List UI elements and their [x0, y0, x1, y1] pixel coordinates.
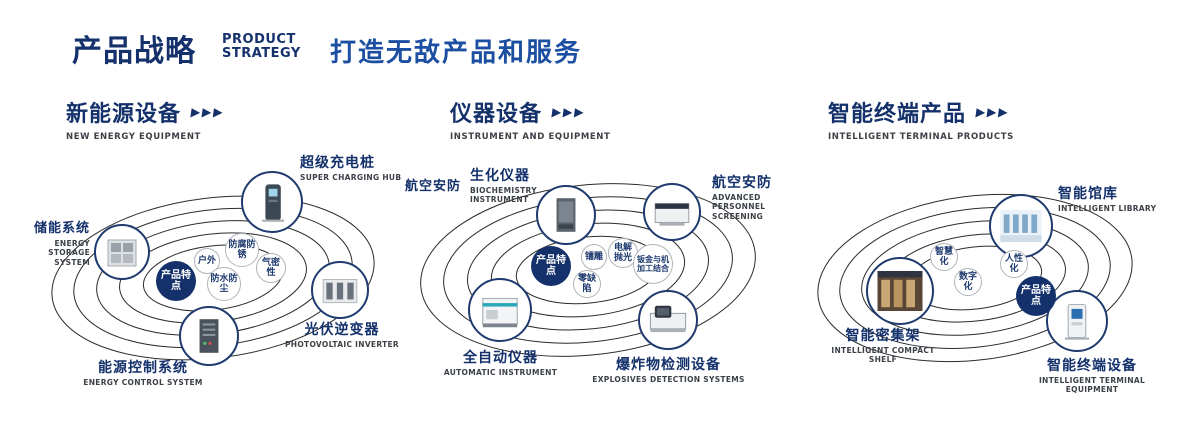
product-name: 航空安防	[712, 175, 772, 191]
product-label-energy-control: 能源控制系统 ENERGY CONTROL SYSTEM	[78, 360, 208, 387]
feature-badge: 产品特点	[531, 246, 571, 286]
product-name: 全自动仪器	[463, 350, 538, 366]
personnel-screening-photo	[643, 183, 701, 241]
product-name-en: PHOTOVOLTAIC INVERTER	[284, 340, 400, 350]
feature-bubble: 防腐防锈	[225, 233, 259, 267]
feature-bubble: 镭雕	[581, 244, 607, 270]
tagline: 打造无敌产品和服务	[330, 38, 583, 68]
product-name-en: INTELLIGENT TERMINAL EQUIPMENT	[1038, 376, 1146, 395]
section-header-intelligent-terminal: 智能终端产品 ▶▶▶ INTELLIGENT TERMINAL PRODUCTS	[828, 96, 1014, 142]
product-name-en: INTELLIGENT LIBRARY	[1058, 204, 1157, 214]
product-label-energy-storage: 储能系统 ENERGY STORAGE SYSTEM	[18, 221, 90, 267]
product-name-en: INTELLIGENT COMPACT SHELF	[831, 346, 935, 365]
section-header-new-energy: 新能源设备 ▶▶▶ NEW ENERGY EQUIPMENT	[66, 96, 226, 142]
product-name: 智能馆库	[1058, 186, 1118, 202]
section-title: 新能源设备	[66, 102, 182, 127]
product-name: 智能终端设备	[1047, 358, 1137, 374]
feature-bubble: 电解抛光	[608, 238, 638, 268]
product-label-explosives-detection: 爆炸物检测设备 EXPLOSIVES DETECTION SYSTEMS	[586, 357, 751, 384]
biochemistry-photo	[536, 185, 596, 245]
pv-inverter-image	[322, 278, 358, 304]
automatic-instrument-image	[482, 297, 518, 328]
charging-hub-image	[262, 184, 285, 222]
feature-bubble: 户外	[194, 248, 220, 274]
product-name: 智能密集架	[845, 328, 921, 344]
compact-shelf-photo	[866, 257, 934, 325]
feature-bubble: 智慧化	[930, 243, 958, 271]
feature-bubble: 防水防尘	[207, 267, 241, 301]
section-title: 智能终端产品	[828, 102, 967, 127]
automatic-instrument-photo	[468, 278, 532, 342]
product-name-en: BIOCHEMISTRY INSTRUMENT	[470, 186, 537, 205]
product-name-en: ADVANCED PERSONNEL SCREENING	[712, 193, 766, 221]
section-subtitle: INSTRUMENT AND EQUIPMENT	[450, 132, 611, 142]
product-name-en: EXPLOSIVES DETECTION SYSTEMS	[592, 375, 745, 385]
feature-bubble: 数字化	[954, 268, 982, 296]
feature-bubble: 气密性	[256, 253, 286, 283]
product-label-intelligent-library: 智能馆库 INTELLIGENT LIBRARY	[1058, 186, 1168, 213]
product-label-biochemistry: 生化仪器 BIOCHEMISTRY INSTRUMENT	[470, 168, 580, 205]
intelligent-library-photo	[989, 194, 1053, 258]
personnel-screening-image	[654, 203, 690, 226]
product-label-terminal-equipment: 智能终端设备 INTELLIGENT TERMINAL EQUIPMENT	[1012, 358, 1172, 395]
product-name: 生化仪器	[470, 168, 530, 184]
compact-shelf-image	[877, 271, 923, 311]
terminal-equipment-photo	[1046, 290, 1108, 352]
product-name: 爆炸物检测设备	[616, 357, 721, 373]
product-name-en: ENERGY STORAGE SYSTEM	[48, 238, 90, 267]
product-label-compact-shelf: 智能密集架 INTELLIGENT COMPACT SHELF	[818, 328, 948, 365]
feature-badge: 产品特点	[156, 261, 196, 301]
product-label-automatic-instrument: 全自动仪器 AUTOMATIC INSTRUMENT	[438, 350, 563, 377]
feature-bubble: 钣金与机加工结合	[633, 244, 673, 284]
product-name-en: SUPER CHARGING HUB	[300, 173, 402, 183]
energy-control-photo	[179, 306, 239, 366]
energy-storage-photo	[94, 224, 150, 280]
product-name: 光伏逆变器	[304, 322, 380, 338]
page-title-en: PRODUCT STRATEGY	[222, 33, 301, 61]
pv-inverter-photo	[311, 261, 369, 319]
energy-storage-image	[107, 239, 137, 267]
section-header-instruments: 仪器设备 ▶▶▶ INSTRUMENT AND EQUIPMENT	[450, 96, 610, 142]
terminal-equipment-image	[1064, 303, 1090, 340]
product-label-charging-hub: 超级充电桩 SUPER CHARGING HUB	[300, 155, 420, 182]
feature-bubble: 零缺陷	[573, 270, 601, 298]
product-name: 储能系统	[33, 221, 90, 236]
product-label-personnel-screening: 航空安防 ADVANCED PERSONNEL SCREENING	[712, 175, 807, 221]
page-title-en-line2: STRATEGY	[222, 46, 301, 61]
page-title: 产品战略	[72, 34, 196, 69]
product-label-pv-inverter: 光伏逆变器 PHOTOVOLTAIC INVERTER	[282, 322, 402, 349]
section-title: 仪器设备	[450, 102, 543, 127]
product-name-en: AUTOMATIC INSTRUMENT	[443, 368, 558, 378]
feature-badge: 产品特点	[1016, 276, 1056, 316]
biochemistry-image	[556, 198, 576, 232]
explosives-detection-image	[649, 305, 687, 333]
section-subtitle: NEW ENERGY EQUIPMENT	[66, 132, 201, 142]
section-subtitle: INTELLIGENT TERMINAL PRODUCTS	[828, 132, 1014, 142]
product-name: 能源控制系统	[98, 360, 188, 376]
charging-hub-photo	[241, 171, 303, 233]
page-title-en-line1: PRODUCT	[222, 32, 296, 47]
side-label-aviation-security: 航空安防	[405, 179, 462, 194]
energy-control-image	[199, 319, 219, 353]
product-name: 超级充电桩	[300, 155, 375, 171]
intelligent-library-image	[1000, 209, 1042, 243]
feature-bubble: 人性化	[1000, 250, 1028, 278]
product-name-en: ENERGY CONTROL SYSTEM	[83, 378, 203, 388]
explosives-detection-photo	[638, 290, 698, 350]
